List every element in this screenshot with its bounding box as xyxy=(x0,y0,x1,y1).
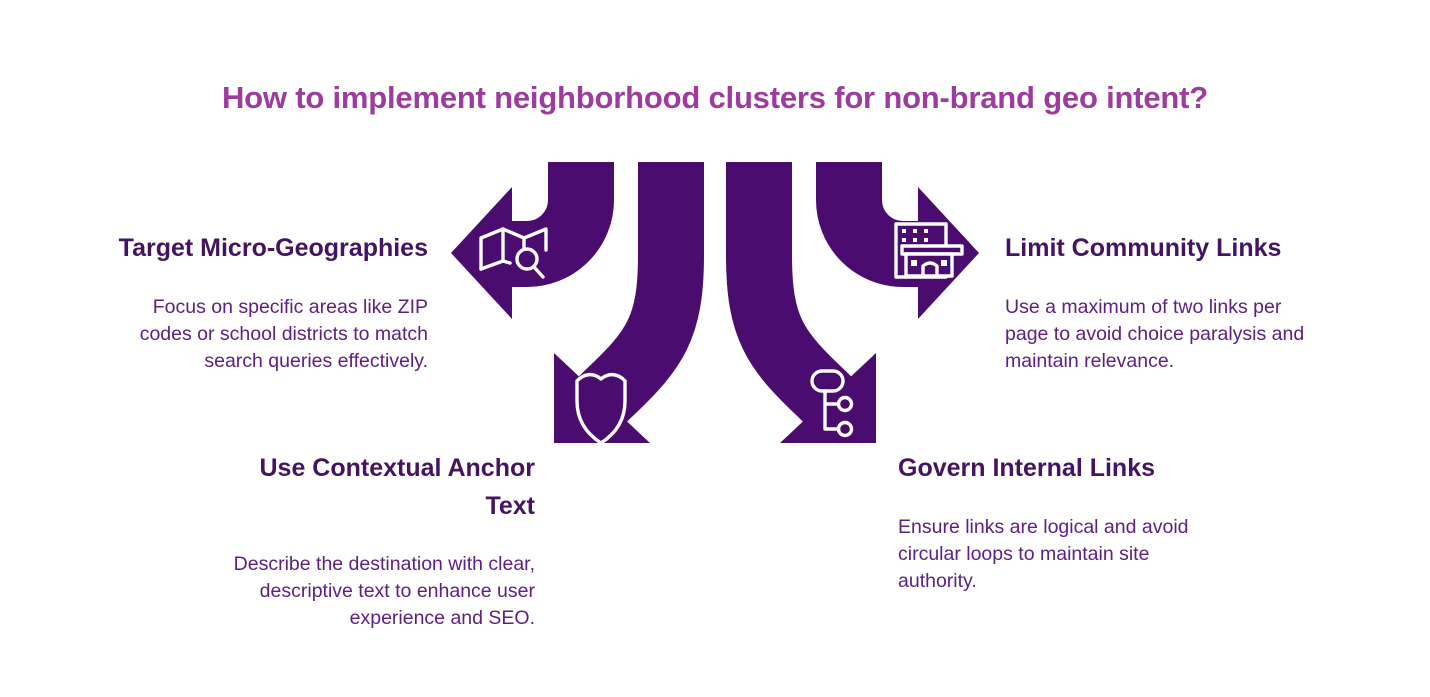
section-use-contextual-anchor-text: Use Contextual Anchor Text Describe the … xyxy=(155,450,535,632)
body-line: Use a maximum of two links per xyxy=(1005,295,1282,318)
arrowhead-down-left xyxy=(554,353,650,443)
section-body: Describe the destination with clear, des… xyxy=(155,551,535,632)
body-line: Describe the destination with clear, xyxy=(233,553,535,575)
section-heading: Govern Internal Links xyxy=(898,450,1298,488)
sitemap-icon xyxy=(810,369,854,438)
flow-band-down-left xyxy=(575,162,704,427)
body-line: page to avoid choice paralysis and xyxy=(1005,322,1305,345)
body-line: authority. xyxy=(898,569,977,592)
storefront-building-icon xyxy=(894,222,964,279)
storefront-window-left xyxy=(911,260,917,266)
flow-band-left xyxy=(508,162,614,287)
arrowhead-down-right xyxy=(780,353,876,443)
heading-line: Text xyxy=(485,491,535,520)
body-line: Ensure links are logical and avoid xyxy=(898,515,1189,538)
storefront-window-right xyxy=(941,260,947,266)
sitemap-child-node-1 xyxy=(836,395,854,413)
magnifier-lens xyxy=(515,247,539,271)
body-line: search queries effectively. xyxy=(204,349,428,372)
page-title: How to implement neighborhood clusters f… xyxy=(221,80,1209,115)
body-line: circular loops to maintain site xyxy=(898,542,1150,565)
flow-arrows-graphic xyxy=(451,162,979,445)
storefront-body xyxy=(904,252,954,278)
heading-line: Limit Community Links xyxy=(1005,234,1282,262)
heading-line: Target Micro-Geographies xyxy=(118,234,428,262)
section-govern-internal-links: Govern Internal Links Ensure links are l… xyxy=(898,450,1298,595)
section-heading: Use Contextual Anchor Text xyxy=(155,450,535,525)
section-heading: Target Micro-Geographies xyxy=(48,230,428,268)
shield-icon xyxy=(575,373,627,445)
section-heading: Limit Community Links xyxy=(1005,230,1405,268)
heading-line: Use Contextual Anchor xyxy=(259,454,535,482)
body-line: codes or school districts to match xyxy=(139,322,428,345)
flow-arrows xyxy=(451,162,979,443)
sitemap-connectors xyxy=(823,389,840,431)
body-line: descriptive text to enhance user xyxy=(259,580,535,602)
storefront-door xyxy=(921,261,939,278)
section-body: Focus on specific areas like ZIP codes o… xyxy=(48,294,428,375)
body-line: Focus on specific areas like ZIP xyxy=(152,295,428,318)
section-body: Ensure links are logical and avoid circu… xyxy=(898,514,1298,595)
magnifier-handle xyxy=(532,265,545,279)
section-limit-community-links: Limit Community Links Use a maximum of t… xyxy=(1005,230,1405,375)
sitemap-child-node-2 xyxy=(836,420,854,438)
map-search-icon xyxy=(479,227,548,279)
body-line: experience and SEO. xyxy=(349,607,535,629)
section-target-micro-geographies: Target Micro-Geographies Focus on specif… xyxy=(48,230,428,375)
heading-line: Govern Internal Links xyxy=(898,454,1156,482)
body-line: maintain relevance. xyxy=(1005,349,1175,372)
section-body: Use a maximum of two links per page to a… xyxy=(1005,294,1405,375)
flow-band-right xyxy=(816,162,922,287)
sitemap-root-node xyxy=(810,369,845,393)
